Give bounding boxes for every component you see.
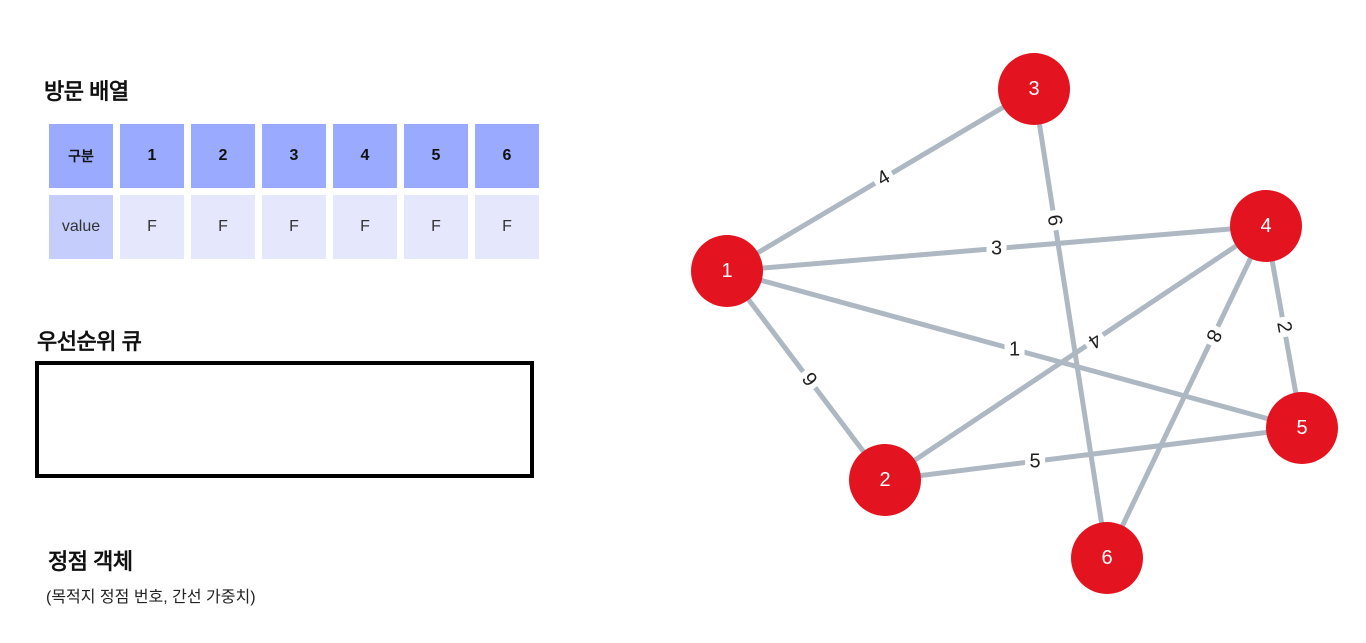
edge-weight-background	[986, 236, 1007, 261]
edge-weight-2-5: 5	[1030, 450, 1041, 472]
visited-value-cell: F	[262, 195, 326, 259]
edge-weight-3-6: 6	[1043, 213, 1066, 227]
node-3	[998, 53, 1070, 125]
edges-layer	[724, 86, 1305, 561]
edge-weight-background	[1198, 321, 1229, 350]
edge-weight-1-4: 3	[991, 238, 1002, 260]
node-label-2: 2	[879, 469, 890, 491]
visited-value-cell: F	[333, 195, 397, 259]
visited-header-cell: 2	[191, 124, 255, 188]
edge-weight-background	[1041, 208, 1068, 233]
edge-4-2	[882, 223, 1269, 483]
visited-array-table: 구분 1 2 3 4 5 6 value F F F F F F	[42, 117, 546, 266]
edge-weight-background	[1025, 449, 1046, 474]
edge-weight-background	[868, 162, 899, 194]
node-label-5: 5	[1296, 417, 1307, 439]
visited-value-cell: F	[404, 195, 468, 259]
node-label-3: 3	[1028, 78, 1039, 100]
visited-value-cell: F	[191, 195, 255, 259]
edge-weight-background	[1079, 324, 1110, 356]
node-6	[1071, 522, 1143, 594]
node-label-6: 6	[1101, 547, 1112, 569]
edge-3-6	[1031, 86, 1110, 561]
edge-2-5	[882, 425, 1305, 483]
visited-value-cell: F	[475, 195, 539, 259]
visited-header-cell: 3	[262, 124, 326, 188]
edge-4-6	[1104, 223, 1269, 561]
node-label-1: 1	[721, 260, 732, 282]
edge-weight-4-5: 2	[1272, 320, 1296, 335]
visited-value-cell: F	[120, 195, 184, 259]
visited-header-label: 구분	[49, 124, 113, 188]
node-label-4: 4	[1260, 215, 1271, 237]
edge-weight-background	[1004, 337, 1025, 362]
priority-queue-box	[35, 361, 534, 478]
visited-header-cell: 1	[120, 124, 184, 188]
visited-header-cell: 4	[333, 124, 397, 188]
priority-queue-title: 우선순위 큐	[37, 329, 142, 354]
visited-row-label: value	[49, 195, 113, 259]
nodes-layer: 1 2 3 4 5 6	[691, 53, 1338, 594]
node-4	[1230, 190, 1302, 262]
visited-array-title: 방문 배열	[44, 79, 129, 104]
vertex-object-title: 정점 객체	[48, 549, 133, 574]
visited-header-cell: 5	[404, 124, 468, 188]
node-2	[849, 444, 921, 516]
edge-weight-background	[793, 364, 825, 395]
visited-header-cell: 6	[475, 124, 539, 188]
node-5	[1266, 392, 1338, 464]
edge-weight-background	[1270, 315, 1298, 339]
visited-value-row: value F F F F F F	[49, 195, 539, 259]
vertex-object-note: (목적지 정점 번호, 간선 가중치)	[46, 589, 256, 606]
node-1	[691, 235, 763, 307]
visited-header-row: 구분 1 2 3 4 5 6	[49, 124, 539, 188]
edge-weight-1-5: 1	[1009, 339, 1020, 361]
